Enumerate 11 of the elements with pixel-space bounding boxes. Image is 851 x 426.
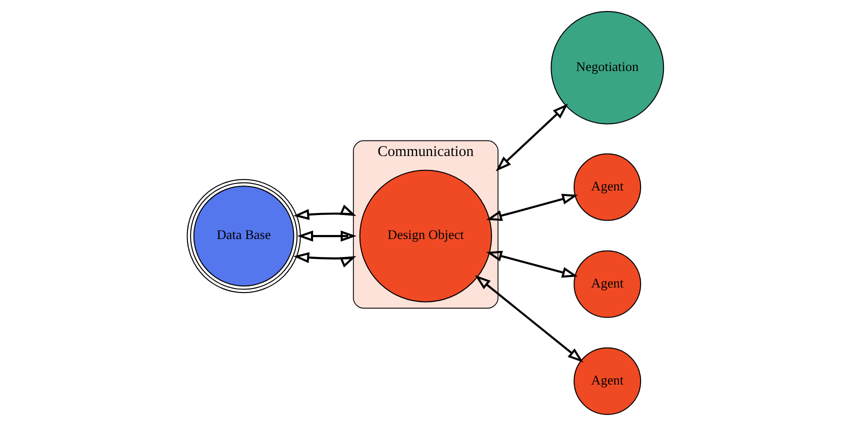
node-circle: Agent [574, 153, 642, 221]
arrow [486, 194, 578, 222]
arrow [297, 230, 357, 242]
arrow [293, 252, 356, 268]
node-circle: Data Base [186, 178, 301, 294]
arrow [474, 275, 584, 363]
node-circle: Agent [574, 347, 642, 415]
arrow [486, 250, 578, 278]
arrow [293, 204, 356, 220]
node-circle: Agent [574, 250, 642, 318]
arrow [496, 104, 568, 172]
